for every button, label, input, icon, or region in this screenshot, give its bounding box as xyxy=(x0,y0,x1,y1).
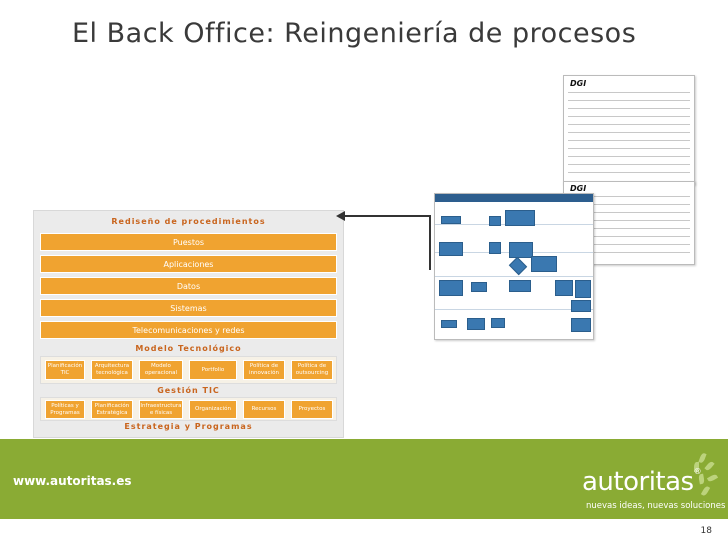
layer-sistemas: Sistemas xyxy=(40,299,337,317)
layer-datos: Datos xyxy=(40,277,337,295)
cell-politica-innovacion: Política de innovación xyxy=(243,360,285,380)
tech-model-label: Modelo Tecnológico xyxy=(135,344,242,353)
brand-name: autoritas xyxy=(582,467,694,497)
connector-line-vertical xyxy=(429,215,431,270)
cell-modelo-operacional: Modelo operacional xyxy=(139,360,183,380)
cell-arquitectura: Arquitectura tecnológica xyxy=(91,360,133,380)
laurel-leaf-icon xyxy=(694,462,699,472)
cell-planificacion-estrategica: Planificación Estratégica xyxy=(91,400,133,419)
cell-proyectos: Proyectos xyxy=(291,400,333,419)
strategy-strip: Políticas y Programas Planificación Estr… xyxy=(40,397,337,421)
layer-puestos: Puestos xyxy=(40,233,337,251)
page-number: 18 xyxy=(700,526,712,536)
footer-band xyxy=(0,439,728,519)
brand-logo: autoritas® xyxy=(582,467,702,497)
brand-slogan: nuevas ideas, nuevas soluciones xyxy=(586,501,726,511)
connector-line xyxy=(345,215,429,217)
dgi-logo: DGI xyxy=(570,184,587,193)
slide-title: El Back Office: Reingeniería de procesos xyxy=(72,18,637,49)
gestion-strip: Planificación TIC Arquitectura tecnológi… xyxy=(40,356,337,384)
cell-infraestructura: Infraestructura e físicas xyxy=(139,400,183,419)
architecture-diagram: Rediseño de procedimientos Puestos Aplic… xyxy=(33,210,344,438)
process-flow-document xyxy=(434,193,594,340)
cell-recursos: Recursos xyxy=(243,400,285,419)
arrow-head-icon xyxy=(336,211,345,221)
website-url[interactable]: www.autoritas.es xyxy=(13,474,132,488)
form-document-1: DGI xyxy=(563,75,695,185)
redesign-label: Rediseño de procedimientos xyxy=(111,217,266,226)
cell-planificacion-tic: Planificación TIC xyxy=(45,360,85,380)
layer-aplicaciones: Aplicaciones xyxy=(40,255,337,273)
gestion-label: Gestión TIC xyxy=(157,386,220,395)
cell-portfolio: Portfolio xyxy=(189,360,237,380)
dgi-logo: DGI xyxy=(570,79,587,88)
cell-politicas-programas: Políticas y Programas xyxy=(45,400,85,419)
layer-telecomunicaciones: Telecomunicaciones y redes xyxy=(40,321,337,339)
cell-politica-outsourcing: Política de outsourcing xyxy=(291,360,333,380)
strategy-label: Estrategia y Programas xyxy=(124,422,253,431)
brand-registered-mark: ® xyxy=(693,467,702,476)
cell-organizacion: Organización xyxy=(189,400,237,419)
